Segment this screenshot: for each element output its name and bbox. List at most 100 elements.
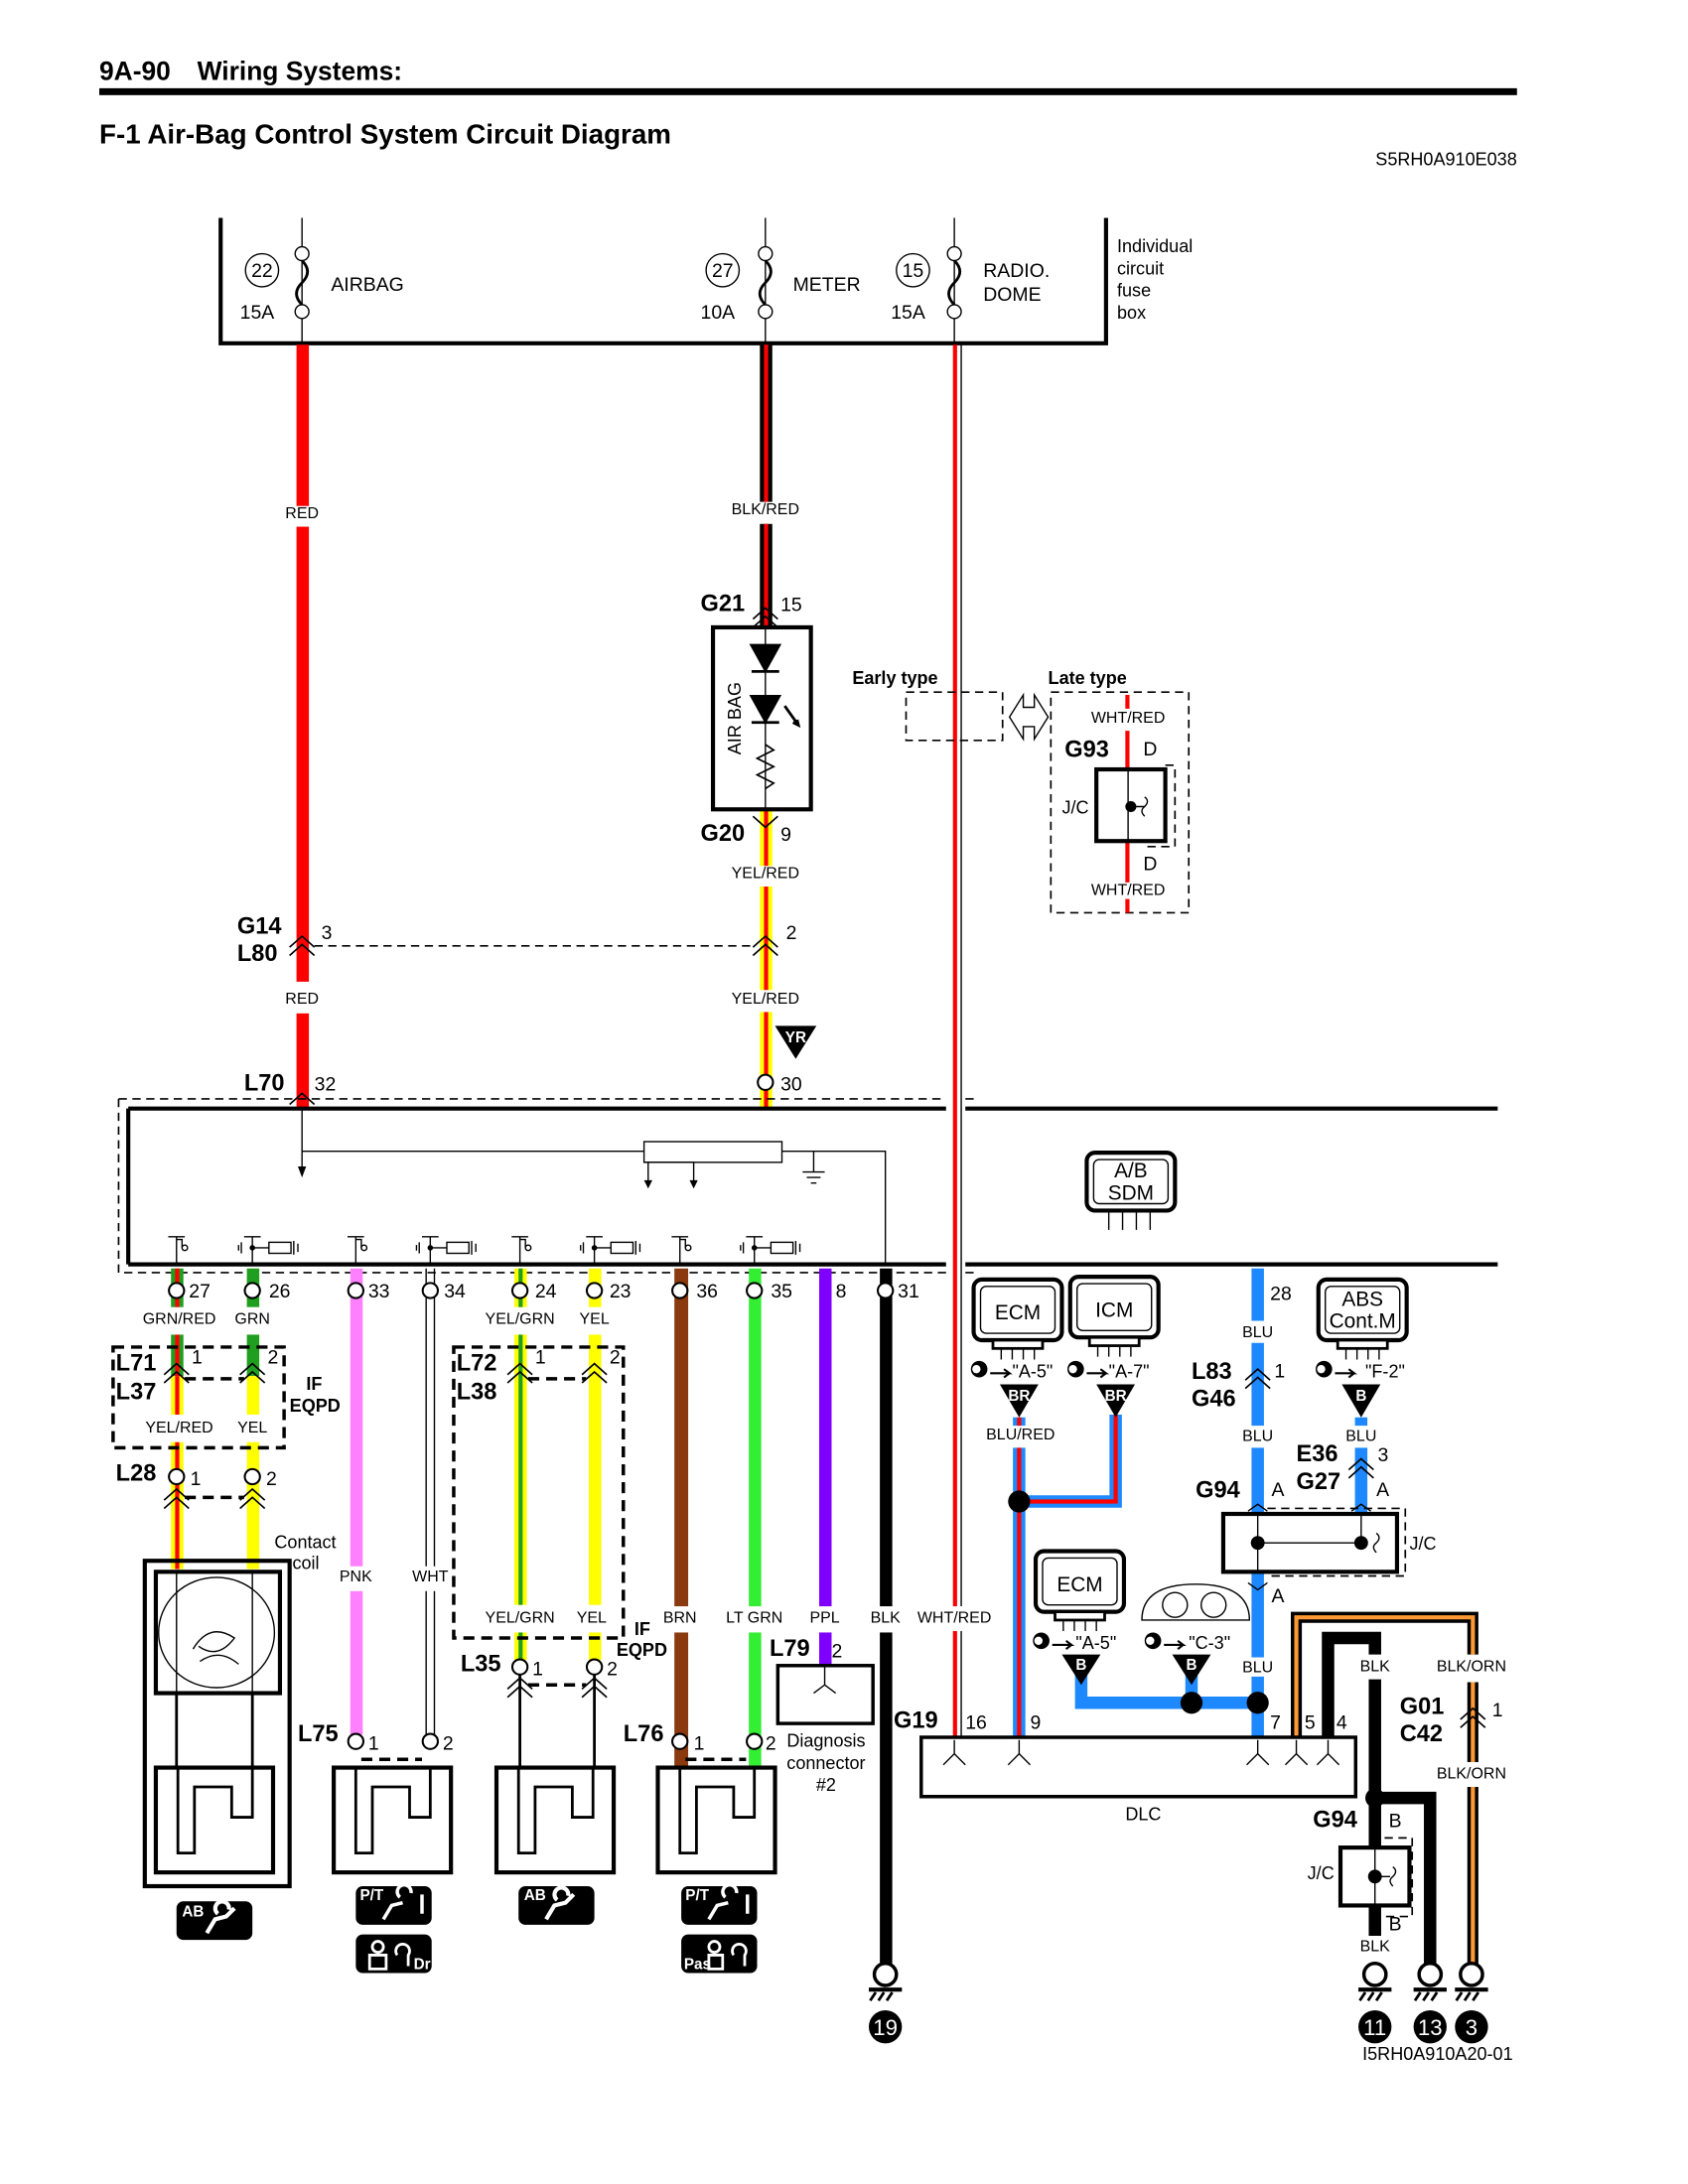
wire-label: BLU [1242,1660,1273,1677]
connector-id: L71 [116,1351,157,1377]
splice [1246,1692,1269,1714]
wire-label: RED [285,505,319,522]
fuse-number: 27 [712,260,734,282]
icon-tag: Pas [684,1956,711,1973]
module-label: ICM [1095,1298,1133,1321]
pin-number: 1 [535,1347,546,1369]
dlc-connector: G19 16 9 7 5 4 DLC [894,1707,1358,1824]
junction-connector-blu: J/C A [1220,1503,1437,1607]
pin-number: 2 [832,1640,843,1662]
connector-l75: L75 1 2 [298,1721,454,1761]
reference-eye-icon [1143,1631,1185,1651]
pin-number: 30 [780,1074,802,1096]
pin-number: B [1389,1810,1402,1832]
fuse-rating: 15A [240,302,275,324]
connector-id: G01 [1400,1694,1445,1719]
junction-connector-blk: G94 B J/C B [1308,1807,1414,1935]
wire-label: BLK [871,1610,902,1627]
fuse-radio-dome: 15 15A RADIO. DOME [891,217,1050,343]
wire-marker-label: B [1355,1388,1366,1405]
pin-number: 8 [836,1281,847,1302]
driver-pretensioner [334,1766,451,1872]
pin-number: 1 [1274,1361,1285,1383]
module-label: ECM [995,1301,1041,1324]
jc-label: J/C [1409,1534,1436,1554]
pin-number: 1 [694,1733,705,1755]
connector-id: L35 [461,1651,501,1677]
wire-label: YEL/RED [732,991,799,1008]
early-type-label: Early type [852,668,937,688]
wire-yel-grn: YEL/GRN YEL/GRN [486,1268,555,1768]
indicator-label: AIR BAG [725,682,745,754]
wire-red: RED RED [285,344,319,1111]
pin-number: 7 [1270,1712,1281,1734]
ground-19: 19 [869,1964,902,2044]
reference-label: "C-3" [1189,1633,1230,1653]
wire-blk-red: BLK/RED [732,344,799,627]
wire-grn-red-yel-red: GRN/RED YEL/RED [143,1268,215,1570]
pin-number: 2 [266,1468,277,1490]
wire-marker-label: YR [785,1029,806,1046]
pin-number: 3 [1378,1444,1389,1466]
if-eqpd-label: IF [634,1619,650,1639]
connector-id: G94 [1196,1477,1240,1503]
wire-blu-branch [1074,1675,1258,1709]
icon-tag: P/T [360,1887,384,1904]
section-title: Wiring Systems: [198,57,402,86]
pin-number: 2 [443,1733,454,1755]
reference-label: "A-7" [1109,1362,1150,1382]
fuse-number: 22 [251,260,273,282]
pin-number: 34 [444,1281,466,1302]
wire-marker-icon [999,1384,1039,1418]
sdm-module: A/B SDM [117,1098,1498,1274]
pin-number: 9 [1031,1712,1042,1734]
fuse-name: AIRBAG [331,274,403,296]
wire-marker-label: B [1075,1657,1086,1674]
fuse-airbag: 22 15A AIRBAG [240,217,404,343]
wire-blu-red: BLU/RED [986,1415,1122,1740]
contact-coil-label: coil [292,1554,319,1573]
wire-label: BLK/RED [732,501,799,518]
reference-label: "A-5" [1012,1362,1053,1382]
wire-label: PPL [809,1610,839,1627]
fuse-box-label: circuit [1117,258,1164,278]
fuse-name: METER [793,274,861,296]
wire-label: BLU [1345,1428,1376,1444]
pin-number: 2 [766,1733,776,1755]
diode-icon [749,643,782,673]
wire-label: YEL/GRN [486,1310,555,1327]
wire-label: BLU [1242,1324,1273,1341]
section-number: 9A-90 [99,57,171,86]
connector-l71-l37: L71 L37 1 2 IF EQPD [111,1345,341,1450]
wire-blk-orn: BLK/ORN BLK/ORN [1291,1611,1506,1975]
pin-number: 26 [269,1281,291,1302]
connector-pin [757,1073,774,1091]
fuse-icon [947,259,962,306]
wire-label: WHT/RED [917,1610,992,1627]
wire-marker-icon [1096,1384,1136,1418]
pin-number: 36 [696,1281,718,1302]
connector-id: L28 [116,1461,157,1487]
wire-wht-red: WHT/RED [917,344,992,1739]
pin-number: B [1389,1913,1402,1935]
pretensioner-passenger-icon: P/T [681,1882,758,1925]
pin-number: 1 [1492,1700,1503,1721]
instrument-cluster-icon [1141,1583,1251,1621]
fuse-rating: 15A [891,302,925,324]
diagnosis-connector-2: L79 2 Diagnosis connector #2 [770,1636,875,1795]
pin-number: 2 [607,1659,618,1681]
wire-label: BRN [663,1610,697,1627]
connector-id: L83 [1192,1359,1232,1385]
late-type-label: Late type [1049,668,1127,688]
wire-label: WHT [412,1569,449,1585]
connector-id: G21 [701,591,746,616]
wire-label: LT GRN [726,1610,782,1627]
diagnosis-label: connector [786,1753,865,1773]
pin-number: A [1272,1585,1285,1607]
connector-id: L80 [237,941,278,967]
connector-id: G46 [1192,1387,1236,1413]
pin-number: 4 [1336,1712,1347,1734]
ground-number: 13 [1418,2015,1443,2040]
ground-13: 13 [1414,1964,1447,2044]
connector-id: G20 [701,821,746,847]
